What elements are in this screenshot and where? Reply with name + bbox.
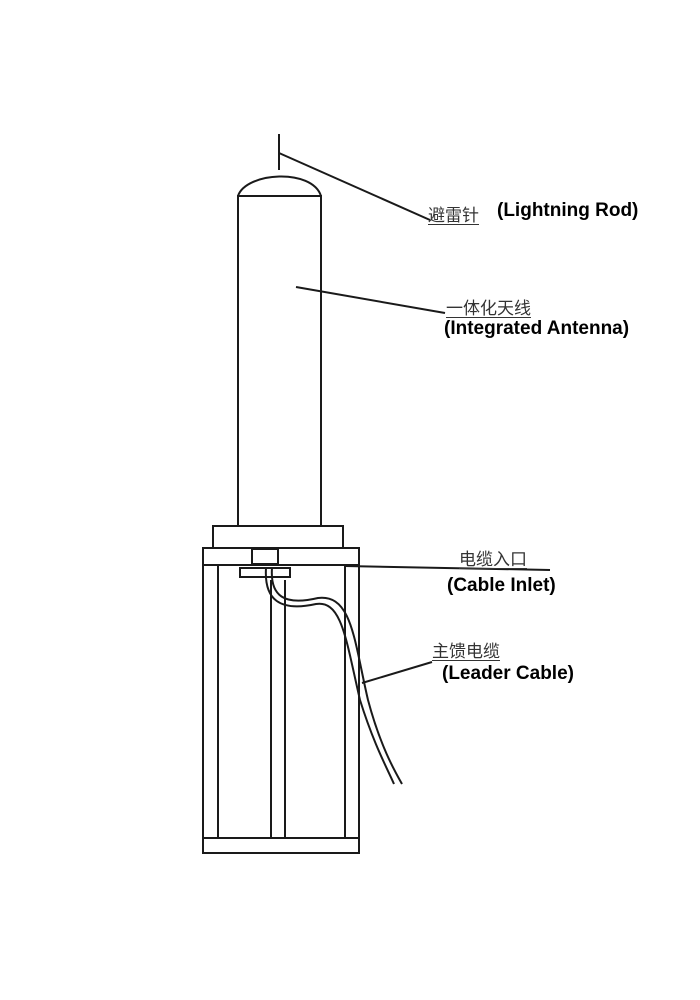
cable-inlet-en-label: (Cable Inlet) [447, 575, 556, 596]
integrated-antenna-en-label: (Integrated Antenna) [444, 318, 630, 339]
cable-inlet-cn-label: 电缆入口 [459, 550, 527, 570]
leader-cable-cn-label: 主馈电缆 [432, 642, 500, 662]
frame-bottom-plate [202, 837, 360, 854]
frame-top-plate [202, 547, 360, 566]
leader-line-cable-inlet [344, 565, 551, 571]
antenna-dome [237, 175, 322, 197]
leader-line-lightning-rod [278, 152, 431, 221]
lightning-rod-en-label: (Lightning Rod) [497, 200, 639, 221]
integrated-antenna-cn-label: 一体化天线 [446, 299, 531, 319]
leader-cable-2 [270, 567, 403, 785]
leader-cable-1 [264, 567, 395, 785]
cable-inlet-box [251, 548, 279, 565]
leader-line-leader-cable [361, 661, 433, 684]
leader-cable-en-label: (Leader Cable) [442, 663, 574, 684]
lightning-rod-cn-label: 避雷针 [428, 206, 479, 226]
leader-line-antenna [295, 286, 446, 314]
antenna-body [237, 195, 322, 527]
antenna-flange [212, 525, 344, 549]
